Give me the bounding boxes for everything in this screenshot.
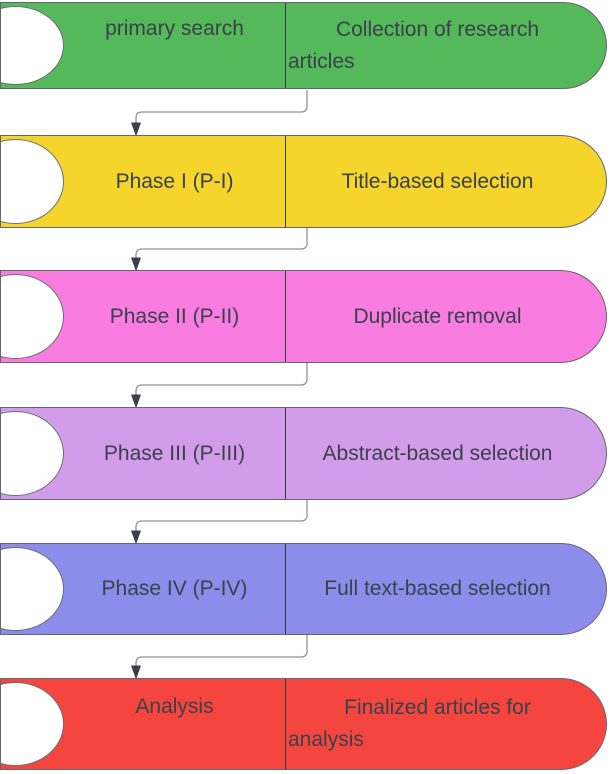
step-label: Analysis	[135, 695, 214, 718]
flow-step-phase-3: Phase III (P-III) Abstract-based selecti…	[0, 407, 607, 500]
step-label: Phase III (P-III)	[103, 441, 246, 465]
left-notch	[1, 6, 64, 85]
left-notch	[1, 411, 64, 496]
step-label: Phase I (P-I)	[115, 169, 234, 193]
flow-step-analysis: Analysis Finalized articles for analysis	[0, 678, 607, 770]
cell-divider	[285, 271, 286, 362]
left-notch	[1, 547, 64, 631]
connector-arrow-2	[130, 228, 308, 272]
step-label: primary search	[105, 16, 244, 40]
flow-step-primary-search: primary search Collection of research ar…	[0, 2, 607, 89]
left-notch	[1, 274, 64, 359]
step-description: Finalized articles for analysis	[288, 696, 531, 751]
cell-divider	[285, 544, 286, 634]
step-description: Duplicate removal	[353, 304, 522, 328]
cell-divider	[285, 136, 286, 227]
left-notch	[1, 139, 64, 224]
cell-divider	[285, 3, 286, 88]
flow-step-phase-2: Phase II (P-II) Duplicate removal	[0, 270, 607, 363]
connector-arrow-3	[130, 363, 308, 409]
cell-divider	[285, 408, 286, 499]
connector-arrow-4	[130, 500, 308, 545]
step-label: Phase IV (P-IV)	[101, 577, 248, 600]
cell-divider	[285, 679, 286, 769]
flow-step-phase-4: Phase IV (P-IV) Full text-based selectio…	[0, 543, 607, 635]
flow-step-phase-1: Phase I (P-I) Title-based selection	[0, 135, 607, 228]
step-description: Title-based selection	[341, 169, 534, 193]
step-description: Abstract-based selection	[322, 441, 553, 465]
step-description: Full text-based selection	[324, 577, 551, 600]
step-label: Phase II (P-II)	[109, 304, 240, 328]
left-notch	[1, 682, 64, 766]
connector-arrow-1	[130, 90, 308, 137]
connector-arrow-5	[130, 635, 308, 680]
step-description: Collection of research articles	[288, 17, 540, 73]
